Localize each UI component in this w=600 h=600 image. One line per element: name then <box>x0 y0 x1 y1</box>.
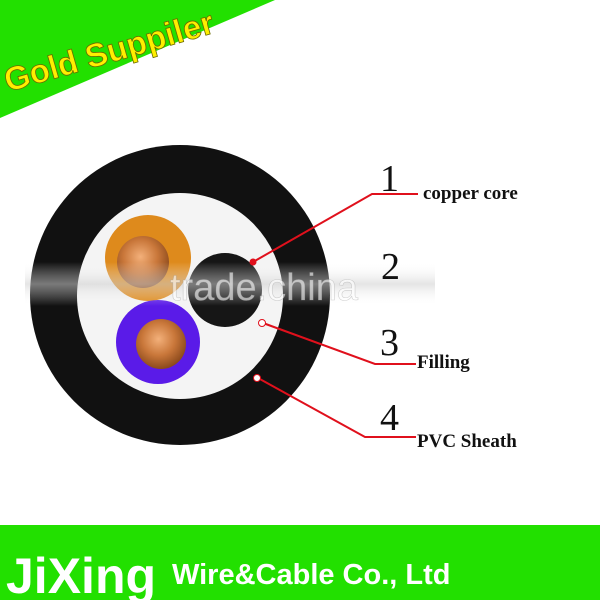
callout-2-number: 2 <box>381 246 400 288</box>
leader-line-4 <box>257 377 416 438</box>
leader-dot-4 <box>253 374 261 382</box>
callout-4-number: 4 <box>380 397 399 439</box>
leader-line-1 <box>252 193 418 263</box>
leader-dot-3 <box>258 319 266 327</box>
brand-company: Wire&Cable Co., Ltd <box>172 559 450 591</box>
copper-core-bottom <box>136 319 186 369</box>
leader-lines <box>252 193 418 438</box>
callout-4-label: PVC Sheath <box>417 431 517 452</box>
watermark-text: trade.china <box>170 267 359 309</box>
callout-1-number: 1 <box>380 158 399 200</box>
callout-3-number: 3 <box>380 322 399 364</box>
leader-dot-1 <box>249 258 257 266</box>
brand-banner <box>0 525 600 600</box>
leader-line-3 <box>262 322 416 365</box>
watermark-band <box>25 262 435 306</box>
callout-1-label: copper core <box>423 183 518 204</box>
brand-name: JiXing <box>6 548 156 600</box>
callout-3-label: Filling <box>417 352 470 373</box>
gold-supplier-banner <box>0 0 275 118</box>
